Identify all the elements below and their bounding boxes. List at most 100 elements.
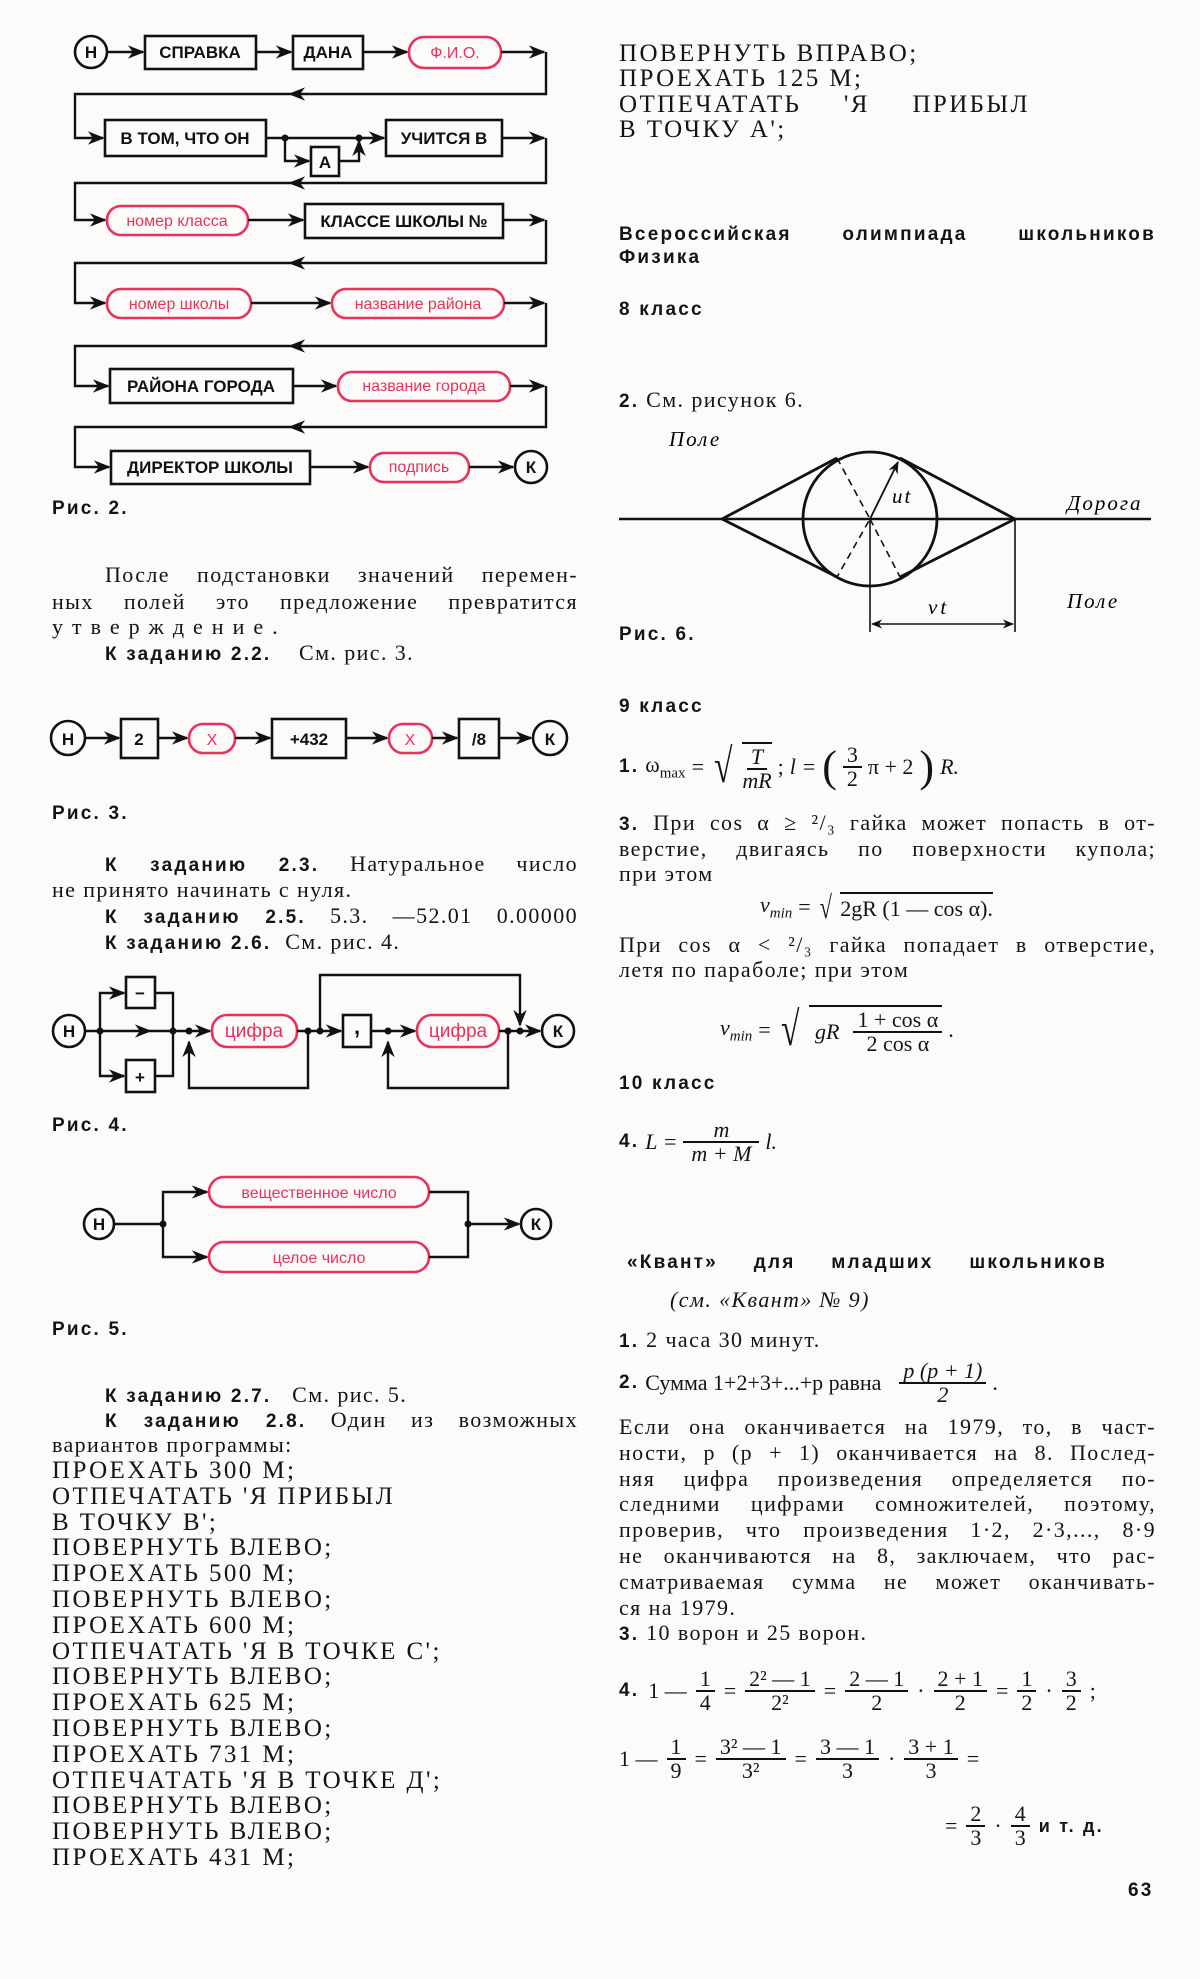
task-2-8-line2: вариантов программы:	[52, 1432, 293, 1457]
numerator: 2 + 1	[933, 1668, 987, 1692]
olympiad-title: Всероссийская олимпиада школьников	[619, 224, 1156, 245]
denominator: 2	[937, 1382, 949, 1407]
box-direktor-label: ДИРЕКТОР ШКОЛЫ	[127, 458, 293, 477]
denominator: 2	[954, 1690, 966, 1715]
denominator: 2	[1065, 1690, 1077, 1715]
program-line: В ТОЧКУ В';	[52, 1508, 219, 1536]
numerator: 1	[666, 1736, 686, 1760]
answer-number: 3.	[619, 814, 640, 835]
program-line: ПРОЕХАТЬ 300 М;	[52, 1457, 297, 1484]
equals: =	[691, 754, 704, 779]
equals: =	[798, 894, 811, 919]
l-equals: l =	[789, 754, 817, 779]
task-2-6: К заданию 2.6. См. рис. 4.	[105, 929, 400, 955]
period: .	[948, 1017, 954, 1042]
paragraph-line: няя цифра произведения определяется по-	[619, 1465, 1156, 1491]
program-line: ОТПЕЧАТАТЬ 'Я ПРИБЫЛ	[52, 1482, 396, 1510]
pill-podpis-label: подпись	[389, 459, 449, 476]
etc: и т. д.	[1038, 1815, 1104, 1836]
box-v-tom-label: В ТОМ, ЧТО ОН	[120, 129, 249, 148]
end-node	[513, 449, 549, 485]
answer-3-line: верстие, двигаясь по поверхности купола;	[619, 836, 1156, 861]
sqrt-sign: √	[819, 889, 832, 925]
numerator: 2 — 1	[845, 1668, 909, 1692]
radicand: 2gR (1 — cos α).	[840, 892, 993, 922]
numerator: 3	[842, 744, 862, 768]
task-2-8: К заданию 2.8. Один из возможных	[105, 1407, 578, 1433]
v: v	[720, 1014, 730, 1040]
end-label: К	[545, 730, 556, 749]
comma-box-label: ,	[354, 1014, 360, 1039]
task-label: К заданию 2.2.	[105, 644, 272, 665]
task-2-2: К заданию 2.2. См. рис. 3.	[105, 640, 414, 666]
paragraph-line: утверждение.	[52, 614, 287, 639]
ut-label: ut	[892, 484, 912, 508]
program-line: ПОВЕРНУТЬ ВЛЕВО;	[52, 1586, 334, 1613]
gR: gR	[815, 1019, 840, 1044]
kvant-answer-2: 2. Сумма 1+2+3+...+p равна p (p + 1)2 .	[619, 1358, 998, 1408]
denominator: 2 cos α	[866, 1031, 930, 1056]
equals: =	[723, 1678, 737, 1703]
field-bottom-label: Поле	[1066, 589, 1119, 613]
olympiad-subject: Физика	[619, 247, 702, 268]
denominator: 2	[871, 1690, 883, 1715]
task-2-7: К заданию 2.7. См. рис. 5.	[105, 1382, 407, 1408]
pill-gorod-label: название города	[362, 378, 485, 395]
answer-3-line: летя по параболе; при этом	[619, 957, 910, 982]
pill-nomer-shkoly-label: номер школы	[129, 296, 229, 313]
numerator: m	[683, 1119, 760, 1143]
answer-2: 2. См. рисунок 6.	[619, 387, 804, 413]
grade-9-heading: 9 класс	[619, 696, 704, 717]
vt-label: vt	[928, 595, 949, 619]
pill-x-label: X	[207, 732, 218, 749]
paragraph-line: следними цифрами сомножителей, поэтому,	[619, 1491, 1156, 1517]
paragraph-line: проверив, что произведения 1·2, 2·3,...,…	[619, 1517, 1156, 1543]
denominator: 3²	[741, 1758, 760, 1783]
answer-text: 10 ворон и 25 ворон.	[646, 1620, 868, 1645]
program-line: ПОВЕРНУТЬ ВЛЕВО;	[52, 1534, 334, 1562]
denominator: 2	[846, 766, 858, 791]
equals: =	[694, 1746, 707, 1771]
numerator: 3 — 1	[815, 1736, 879, 1760]
numerator: 1	[1017, 1668, 1037, 1692]
answer-number: 1.	[619, 756, 640, 777]
program-line: ПРОЕХАТЬ 431 М;	[52, 1844, 297, 1871]
field-top-label: Поле	[668, 427, 721, 451]
figure-2-caption: Рис. 2.	[52, 498, 129, 519]
figure-2-syntax-diagram: Н СПРАВКА ДАНА Ф.И.О. В ТОМ, ЧТО ОН А УЧ…	[73, 34, 549, 486]
denominator: m + M	[691, 1141, 752, 1166]
period: .	[992, 1370, 998, 1395]
box-klasse-label: КЛАССЕ ШКОЛЫ №	[320, 212, 487, 231]
program-line: ПОВЕРНУТЬ ВЛЕВО;	[52, 1663, 334, 1691]
equals: =	[794, 1746, 807, 1771]
L-equals: L =	[645, 1129, 678, 1154]
program-line: ПОВЕРНУТЬ ВЛЕВО;	[52, 1792, 334, 1820]
denominator: 4	[699, 1690, 711, 1715]
answer-number: 4.	[619, 1680, 640, 1701]
program-line: ОТПЕЧАТАТЬ 'Я В ТОЧКЕ С';	[52, 1637, 442, 1665]
numerator: 1	[695, 1668, 715, 1692]
road-label: Дорога	[1065, 491, 1143, 515]
numerator: 3 + 1	[904, 1736, 958, 1760]
equals: =	[823, 1678, 837, 1703]
plus-box-label: +	[135, 1068, 145, 1087]
program-line: ОТПЕЧАТАТЬ 'Я В ТОЧКЕ Д';	[52, 1766, 443, 1794]
dot: ·	[917, 1678, 925, 1703]
answer-number: 1.	[619, 1331, 640, 1352]
omega: ω	[645, 751, 660, 777]
denominator: 3	[1014, 1825, 1026, 1850]
denominator: 2²	[771, 1690, 789, 1715]
program-line: ПОВЕРНУТЬ ВЛЕВО;	[52, 1715, 334, 1742]
end-label: К	[553, 1022, 564, 1041]
numerator: 3	[1061, 1668, 1081, 1692]
figure-5-diagram: Н вещественное число целое число К	[82, 1175, 553, 1274]
answer-3-line: 3. При cos α ≥ ²/₃ гайка может попасть в…	[619, 810, 1156, 836]
real-number-pill-label: вещественное число	[241, 1185, 396, 1202]
kvant-subtitle: (см. «Квант» № 9)	[670, 1287, 870, 1312]
page-number: 63	[1128, 1880, 1154, 1901]
box-2-label: 2	[134, 730, 143, 749]
